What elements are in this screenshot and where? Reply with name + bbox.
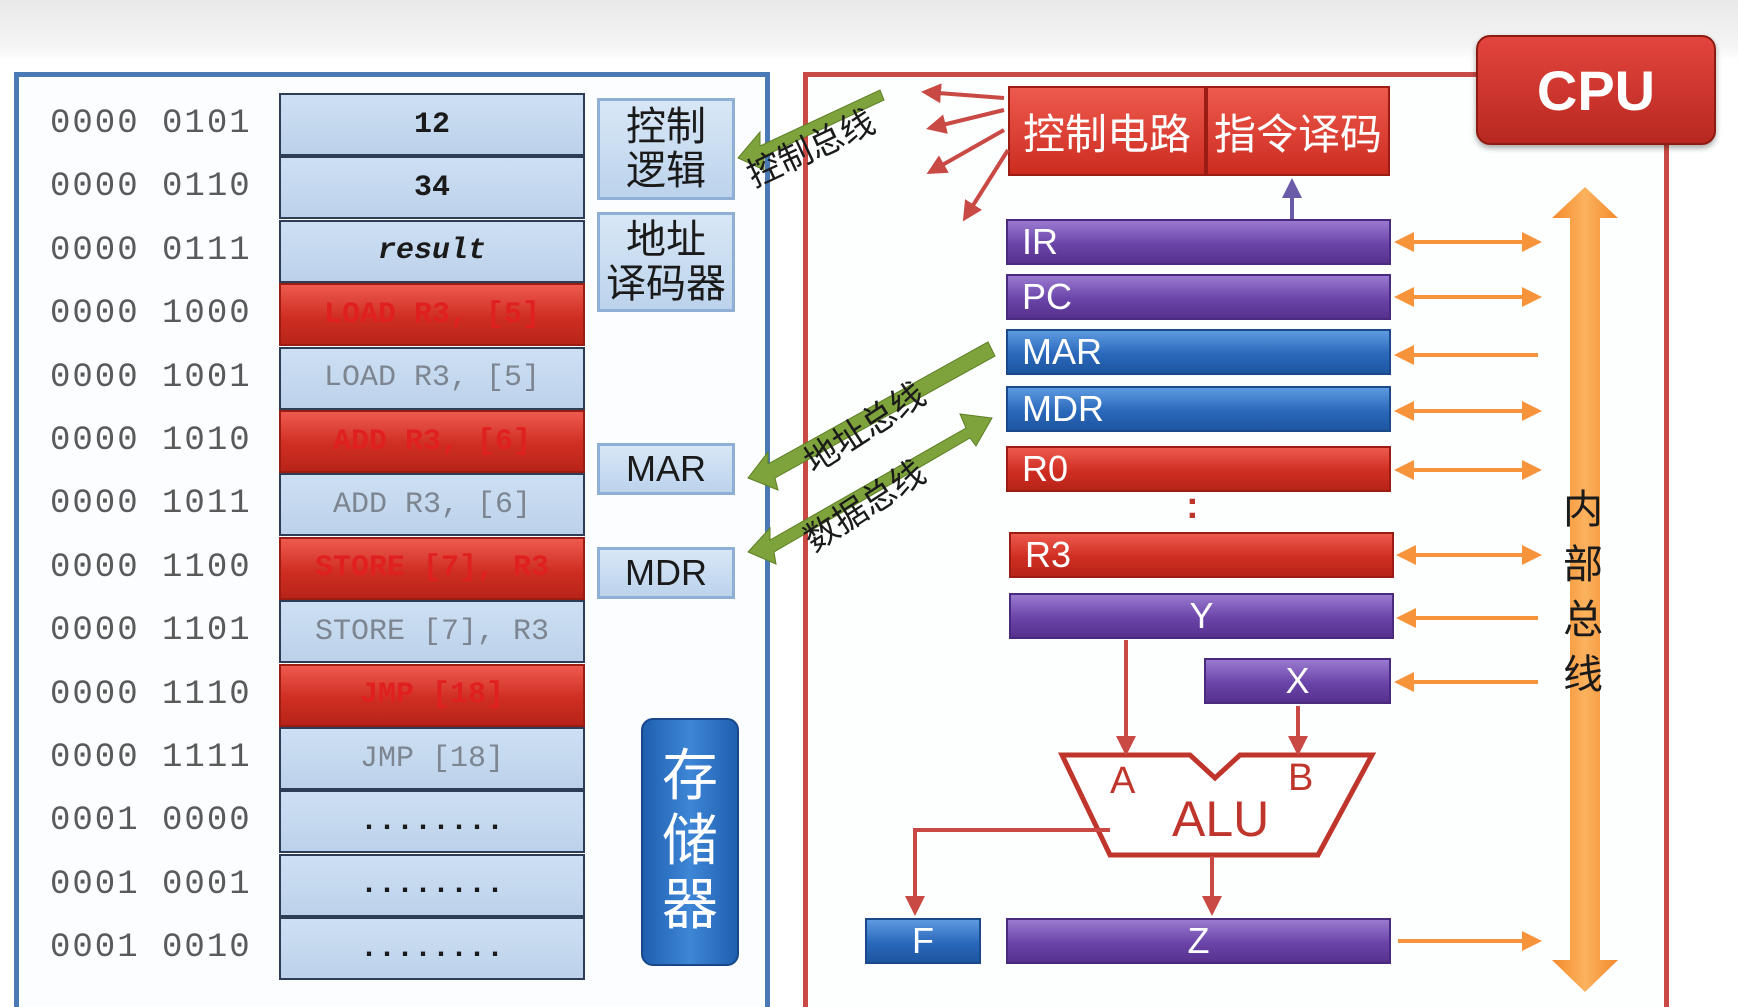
memory-cell: ........ — [279, 853, 585, 917]
memory-address: 0001 0000 — [50, 802, 252, 841]
memory-address: 0000 0111 — [50, 231, 252, 270]
internal-bus-char-1: 内 — [1563, 487, 1603, 533]
memory-address: 0000 0110 — [50, 168, 252, 207]
register-z: Z — [1006, 918, 1391, 964]
memory-cell: ADD R3, [6] — [279, 410, 585, 473]
memory-address: 0001 0010 — [50, 929, 252, 968]
memory-address: 0000 1110 — [50, 675, 252, 714]
memory-cell: 12 — [279, 93, 585, 156]
control-bus-arrow — [737, 89, 885, 171]
memory-address: 0000 1000 — [50, 295, 252, 334]
register-mdr: MDR — [1006, 386, 1391, 432]
control-arrow-2 — [926, 108, 1005, 134]
instruction-decode-box: 指令译码 — [1206, 86, 1390, 176]
memory-address: 0000 1101 — [50, 612, 252, 651]
register-x: X — [1204, 658, 1391, 704]
memory-cell: ADD R3, [6] — [279, 473, 585, 537]
storage-char-2: 储 — [662, 808, 718, 874]
register-f: F — [865, 918, 981, 964]
alu-input-b: B — [1288, 757, 1314, 799]
memory-address: 0000 1001 — [50, 358, 252, 397]
register-pc: PC — [1006, 274, 1391, 320]
memory-cell: LOAD R3, [5] — [279, 346, 585, 410]
memory-mdr-box: MDR — [597, 547, 735, 599]
memory-cell: ........ — [279, 790, 585, 854]
register-r0: R0 — [1006, 446, 1391, 492]
register-ir: IR — [1006, 219, 1391, 265]
storage-char-3: 器 — [662, 873, 718, 939]
address-bus-arrow — [747, 341, 996, 491]
internal-bus-char-2: 部 — [1563, 542, 1603, 588]
memory-cell: STORE [7], R3 — [279, 600, 585, 664]
alu-input-a: A — [1110, 760, 1136, 802]
control-circuit-box: 控制电路 — [1008, 86, 1206, 176]
cpu-badge: CPU — [1476, 35, 1716, 145]
data-bus-arrow — [747, 413, 993, 565]
register-ellipsis: : — [1186, 485, 1199, 527]
address-decoder-label-2: 译码器 — [606, 261, 726, 307]
memory-cell: STORE [7], R3 — [279, 536, 585, 600]
memory-cell: LOAD R3, [5] — [279, 283, 585, 347]
register-r3: R3 — [1009, 532, 1394, 578]
memory-cell: result — [279, 219, 585, 283]
register-mar: MAR — [1006, 329, 1391, 375]
storage-label-box: 存 储 器 — [641, 718, 739, 966]
memory-address: 0000 1010 — [50, 422, 252, 460]
memory-mar-box: MAR — [597, 443, 735, 495]
memory-address: 0001 0001 — [50, 865, 252, 904]
memory-address: 0000 1011 — [50, 485, 252, 524]
control-arrow-3 — [926, 128, 1005, 174]
internal-bus-label: 内 部 总 线 — [1560, 483, 1606, 703]
alu-to-f-arrow — [905, 828, 1110, 916]
address-decoder-box: 地址 译码器 — [597, 212, 735, 312]
internal-bus — [1552, 187, 1618, 992]
memory-cell: JMP [18] — [279, 663, 585, 727]
memory-cell: 34 — [279, 156, 585, 220]
memory-address: 0000 1100 — [50, 548, 252, 587]
alu-label: ALU — [1172, 791, 1270, 847]
memory-address: 0000 0101 — [50, 105, 252, 143]
address-decoder-label-1: 地址 — [626, 217, 706, 263]
storage-char-1: 存 — [662, 744, 718, 810]
control-fan-arrows — [921, 83, 1010, 222]
memory-cell: JMP [18] — [279, 727, 585, 790]
control-logic-box: 控制 逻辑 — [597, 98, 735, 200]
control-logic-label-2: 逻辑 — [626, 148, 706, 194]
control-arrow-1 — [921, 83, 1005, 104]
control-logic-label-1: 控制 — [626, 104, 706, 150]
internal-bus-char-4: 线 — [1563, 652, 1603, 698]
memory-cell: ........ — [279, 917, 585, 981]
register-y: Y — [1009, 593, 1394, 639]
control-arrow-4 — [962, 148, 1010, 222]
internal-bus-char-3: 总 — [1563, 597, 1603, 643]
memory-address: 0000 1111 — [50, 739, 252, 777]
